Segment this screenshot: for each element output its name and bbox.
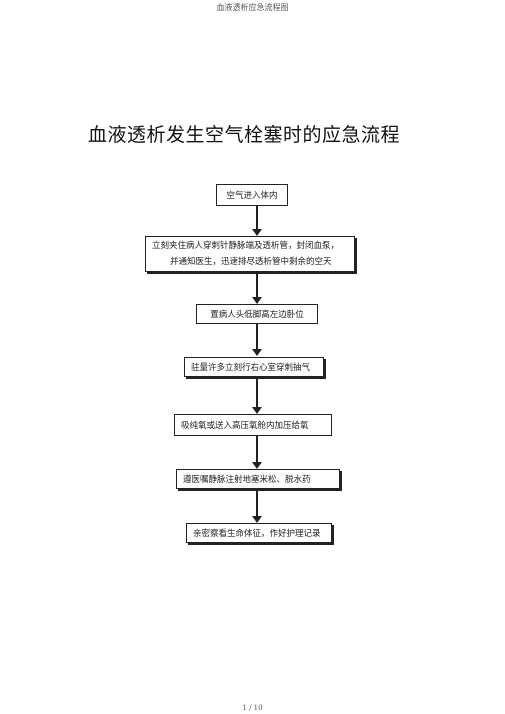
arrow-6 (252, 489, 262, 523)
step-7-text: 亲密察看生命体征，作好护理记录 (193, 529, 321, 539)
step-2-box: 立刻夹住病人穿刺针静脉端及透析管，封闭血泵， 并通知医生，迅速排尽透析管中剩余的… (145, 236, 355, 272)
arrow-1 (252, 206, 262, 236)
step-6-text: 遵医嘱静脉注射地塞米松、脱水药 (183, 475, 311, 485)
step-6-box: 遵医嘱静脉注射地塞米松、脱水药 (176, 469, 340, 489)
arrow-5 (252, 436, 262, 469)
step-3-text: 置病人头低脚高左边卧位 (210, 310, 304, 320)
page-header: 血液透析应急流程图 (216, 3, 289, 12)
step-4-text: 驻量许多立刻行右心室穿刺抽气 (191, 363, 311, 373)
step-3-box: 置病人头低脚高左边卧位 (196, 304, 318, 324)
step-2-line-2: 并通知医生，迅速排尽透析管中剩余的空天 (170, 257, 332, 267)
step-4-box: 驻量许多立刻行右心室穿刺抽气 (184, 357, 324, 377)
step-5-box: 吸纯氧或送入高压氧舱内加压给氧 (174, 414, 332, 436)
step-1-box: 空气进入体内 (216, 184, 288, 206)
page-number: 1 / 10 (242, 704, 263, 712)
step-7-box: 亲密察看生命体征，作好护理记录 (186, 523, 332, 543)
arrow-2 (252, 272, 262, 304)
step-1-text: 空气进入体内 (226, 191, 278, 201)
page-title: 血液透析发生空气栓塞时的应急流程 (88, 124, 401, 146)
step-2-line-1: 立刻夹住病人穿刺针静脉端及透析管，封闭血泵， (152, 241, 340, 251)
arrow-4 (252, 377, 262, 414)
step-5-text: 吸纯氧或送入高压氧舱内加压给氧 (181, 421, 309, 431)
arrow-3 (252, 324, 262, 356)
